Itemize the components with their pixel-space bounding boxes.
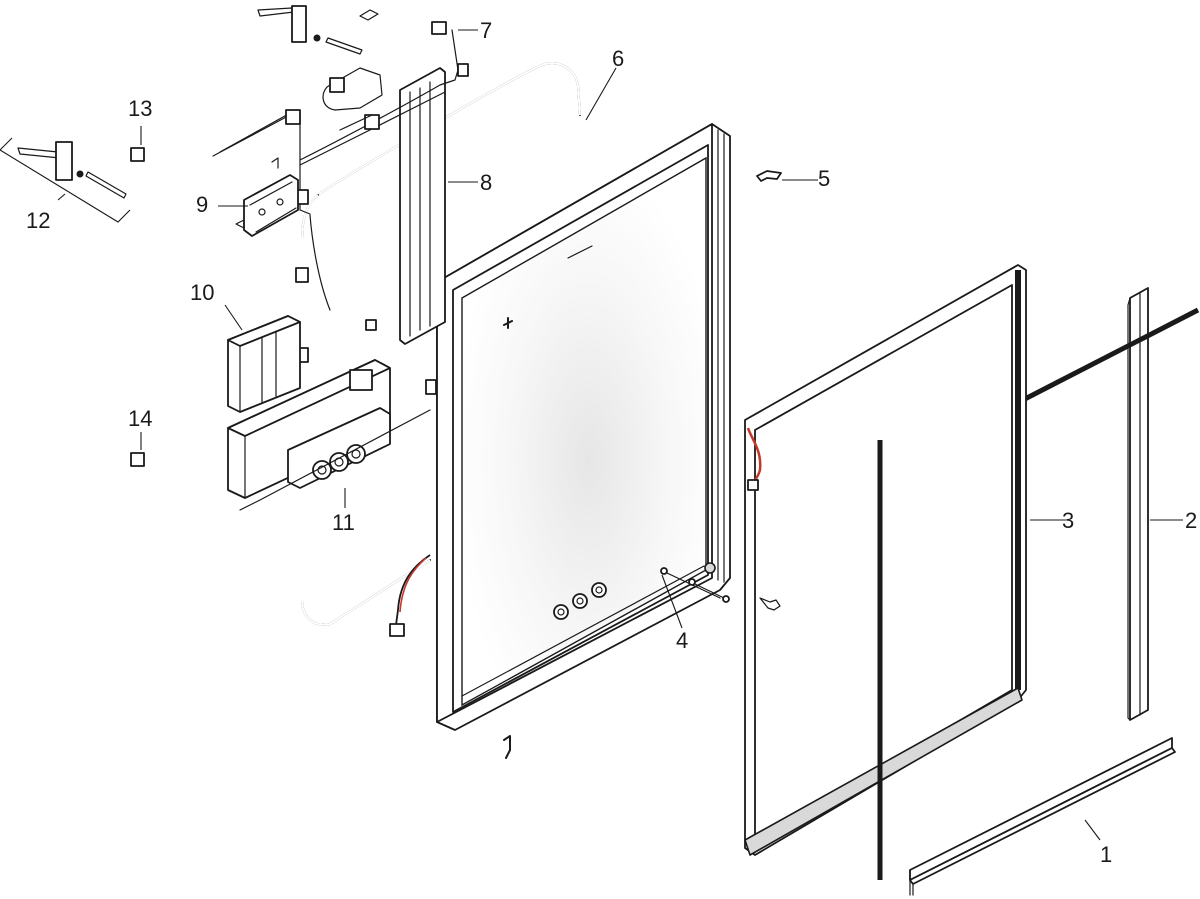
label-part-8: 8 xyxy=(480,170,492,195)
part-9-bracket xyxy=(235,157,299,237)
label-part-9: 9 xyxy=(196,192,208,217)
label-part-6: 6 xyxy=(612,46,624,71)
label-part-1: 1 xyxy=(1100,842,1112,867)
label-part-11: 11 xyxy=(332,510,355,535)
label-part-5: 5 xyxy=(818,166,830,191)
part-labels: 1 2 3 4 5 6 7 8 9 10 11 12 13 14 xyxy=(26,18,1197,867)
part-3-rear-frame xyxy=(744,264,1027,880)
label-part-12: 12 xyxy=(26,208,50,233)
part-13-pad xyxy=(130,147,145,162)
part-10-driver-box xyxy=(227,315,301,413)
part-4-pins xyxy=(503,567,730,759)
leader-lines xyxy=(57,29,1183,841)
part-6-mirror-frame xyxy=(436,123,731,731)
label-part-13: 13 xyxy=(128,96,152,121)
part-1-bottom-strip xyxy=(909,737,1176,896)
label-part-2: 2 xyxy=(1185,508,1197,533)
label-part-10: 10 xyxy=(190,280,214,305)
label-part-7: 7 xyxy=(480,18,492,43)
label-part-14: 14 xyxy=(128,406,152,431)
part-14-pad xyxy=(130,452,145,467)
part-11-control-box xyxy=(227,359,431,511)
part-7-cable-harness xyxy=(212,5,469,637)
label-part-4: 4 xyxy=(676,628,688,653)
part-5-clip xyxy=(756,170,782,182)
part-12-wall-plug-set xyxy=(0,137,131,223)
part-8-led-loop xyxy=(301,62,581,626)
label-part-3: 3 xyxy=(1062,508,1074,533)
